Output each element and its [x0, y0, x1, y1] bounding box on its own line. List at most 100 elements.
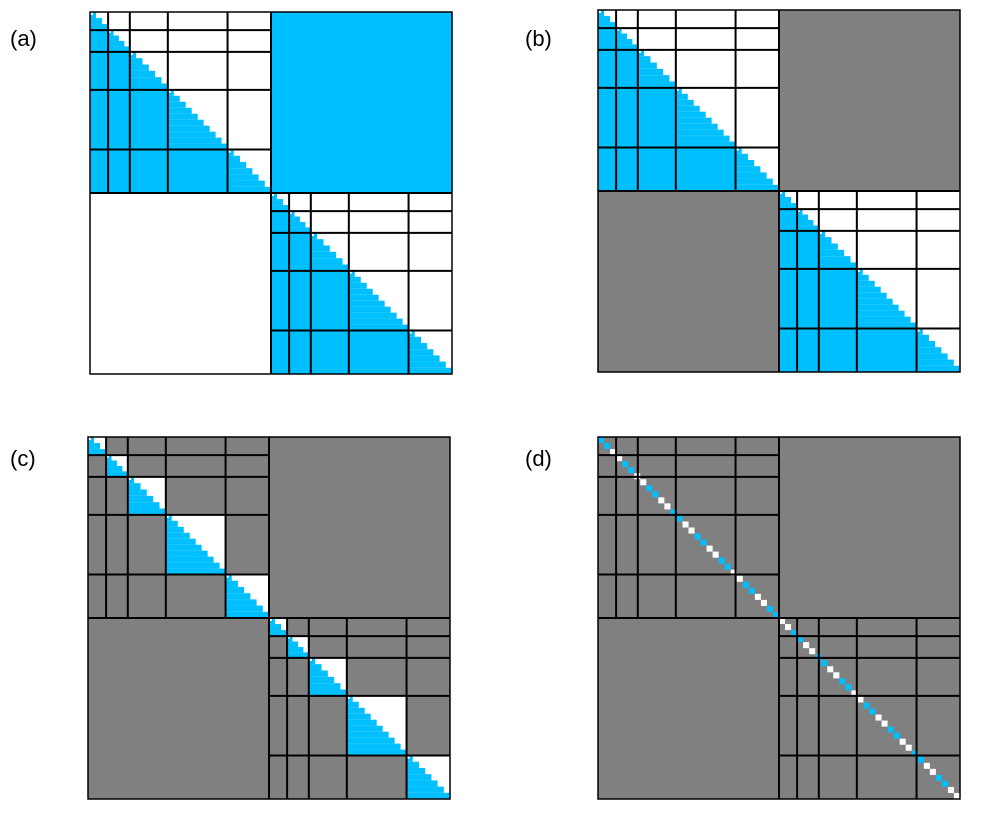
- sub-block: [856, 328, 917, 372]
- triangle-corner: [308, 657, 312, 661]
- triangle-step: [856, 286, 881, 293]
- diagonal-cell: [712, 551, 719, 558]
- sub-block: [616, 147, 638, 191]
- sub-block: [348, 193, 409, 212]
- off-diagonal-lower-block: [88, 618, 269, 799]
- sub-block: [598, 476, 617, 515]
- triangle-step: [616, 33, 627, 39]
- sub-block: [90, 30, 109, 52]
- sub-block: [346, 657, 407, 696]
- sub-block: [675, 147, 736, 191]
- sub-block: [129, 149, 168, 193]
- triangle-step: [856, 298, 893, 305]
- triangle-step: [167, 125, 210, 132]
- sub-block: [88, 455, 107, 477]
- diagonal-cell: [941, 780, 948, 787]
- diagonal-cell: [616, 455, 623, 462]
- triangle-step: [346, 719, 377, 726]
- sub-block: [406, 618, 450, 637]
- triangle-step: [225, 599, 257, 606]
- diagonal-cell: [803, 642, 810, 649]
- diagonal-cell: [845, 684, 852, 691]
- triangle-step: [818, 262, 857, 269]
- triangle-corner: [167, 89, 171, 93]
- diagonal-cell: [772, 611, 779, 618]
- sub-block: [856, 657, 917, 696]
- triangle-step: [637, 75, 670, 82]
- sub-block: [797, 328, 819, 372]
- sub-block: [269, 636, 288, 658]
- sub-block: [797, 268, 819, 329]
- diagonal-cell: [905, 744, 912, 751]
- diagonal-cell: [688, 527, 695, 534]
- triangle-corner: [735, 147, 739, 151]
- triangle-step: [129, 51, 137, 59]
- triangle-corner: [406, 755, 410, 759]
- sub-block: [916, 230, 960, 269]
- triangle-step: [108, 35, 119, 41]
- triangle-step: [129, 77, 162, 84]
- sub-block: [348, 211, 409, 233]
- triangle-step: [598, 16, 611, 23]
- sub-block: [797, 230, 819, 269]
- diagonal-cell: [652, 491, 659, 498]
- triangle-step: [779, 203, 798, 210]
- sub-block: [269, 695, 288, 756]
- sub-block: [916, 657, 960, 696]
- triangle-step: [735, 159, 755, 167]
- sub-block: [916, 695, 960, 756]
- sub-block: [818, 636, 857, 658]
- sub-block: [127, 437, 166, 456]
- triangle-corner: [408, 330, 412, 334]
- sub-block: [598, 147, 617, 191]
- off-diagonal-upper-block: [269, 437, 450, 618]
- triangle-step: [916, 353, 948, 360]
- sub-block: [598, 49, 617, 88]
- sub-block: [735, 437, 779, 456]
- triangle-step: [818, 256, 851, 263]
- sub-block: [797, 618, 819, 637]
- triangle-step: [90, 24, 109, 31]
- triangle-corner: [106, 455, 109, 458]
- diagonal-cell: [917, 756, 924, 763]
- triangle-step: [408, 336, 421, 343]
- sub-block: [616, 514, 638, 575]
- panel-d: [597, 436, 961, 800]
- triangle-step: [637, 81, 676, 88]
- sub-block: [310, 211, 349, 233]
- triangle-step: [287, 652, 309, 658]
- sub-block: [637, 10, 676, 29]
- triangle-step: [637, 56, 651, 63]
- sub-block: [106, 574, 128, 618]
- triangle-step: [287, 641, 298, 647]
- sub-block: [406, 657, 450, 696]
- sub-block: [818, 328, 857, 372]
- sub-block: [346, 755, 407, 799]
- sub-block: [616, 87, 638, 148]
- diagonal-cell: [694, 533, 701, 540]
- triangle-step: [818, 237, 832, 244]
- triangle-step: [289, 227, 311, 233]
- triangle-step: [408, 349, 434, 356]
- triangle-step: [269, 624, 282, 631]
- sub-block: [129, 12, 168, 31]
- diagonal-cell: [923, 762, 930, 769]
- diagonal-cell: [724, 563, 731, 570]
- panel-label-b: (b): [525, 26, 552, 51]
- sub-block: [637, 437, 676, 456]
- diagonal-cell: [797, 636, 804, 643]
- diagonal-cell: [640, 479, 647, 486]
- sub-block: [735, 455, 779, 477]
- triangle-step: [856, 292, 887, 299]
- sub-block: [289, 193, 311, 212]
- diagonal-cell: [598, 437, 605, 444]
- diagonal-cell: [628, 467, 635, 474]
- triangle-step: [90, 18, 103, 25]
- sub-block: [106, 514, 128, 575]
- sub-block: [735, 476, 779, 515]
- sub-block: [856, 618, 917, 637]
- sub-block: [779, 268, 798, 329]
- sub-block: [675, 455, 736, 477]
- diagonal-cell: [785, 624, 792, 631]
- sub-block: [88, 476, 107, 515]
